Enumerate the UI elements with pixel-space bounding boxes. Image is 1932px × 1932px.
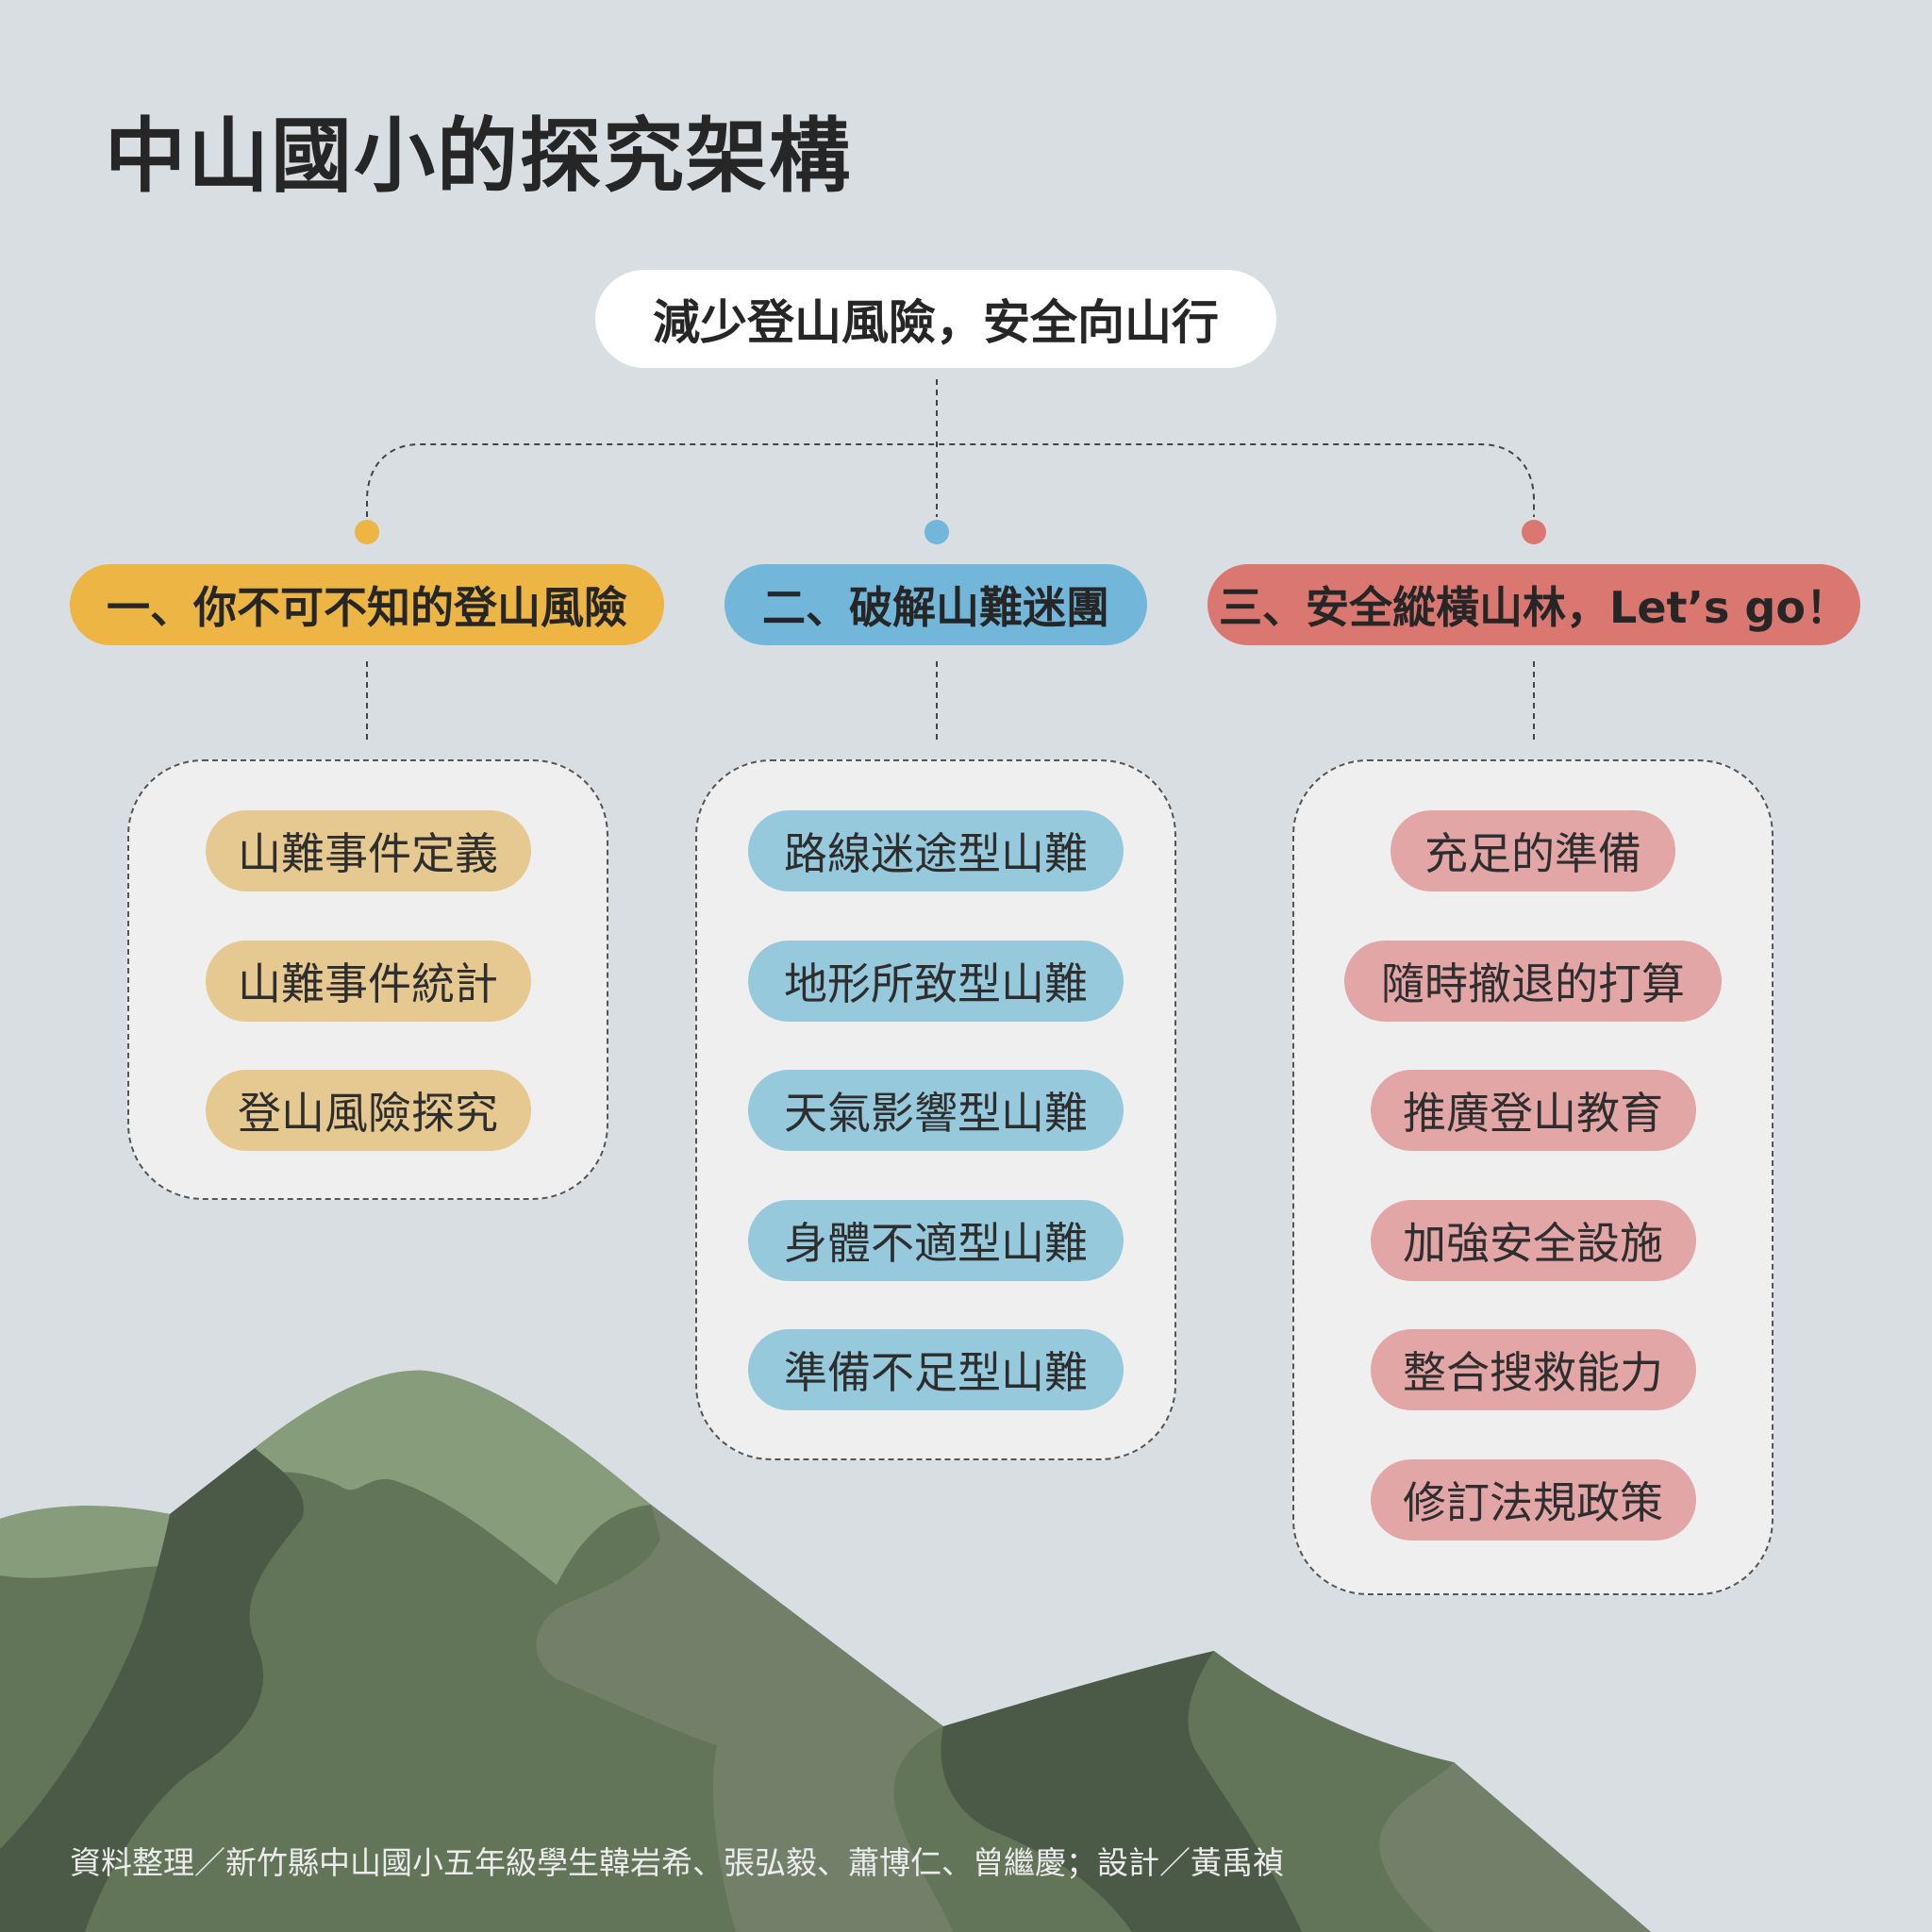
- branch-1-dot: [355, 520, 379, 544]
- mountain-dark-left: [0, 1448, 304, 1932]
- branch-1-item: 山難事件統計: [205, 940, 531, 1022]
- branch-3-item: 充足的準備: [1391, 810, 1675, 891]
- branch-1-item: 登山風險探究: [205, 1070, 531, 1151]
- branch-2-item: 身體不適型山難: [748, 1199, 1124, 1281]
- mountain-light-right: [1379, 1762, 1651, 1932]
- branch-2-item: 地形所致型山難: [748, 940, 1124, 1022]
- root-node: 減少登山風險，安全向山行: [595, 270, 1276, 368]
- branch-3-item: 隨時撤退的打算: [1344, 940, 1722, 1022]
- branch-2-dot: [924, 520, 949, 544]
- branch-connector: [366, 443, 1535, 517]
- branch-2-item: 路線迷途型山難: [748, 810, 1124, 891]
- branch-3-item: 加強安全設施: [1370, 1199, 1696, 1281]
- mountain-dark-right: [941, 1651, 1302, 1932]
- mountain-light-cap: [0, 1370, 651, 1585]
- branch-3-item: 修訂法規政策: [1370, 1458, 1696, 1541]
- branch-2-header: 二、破解山難迷團: [724, 564, 1147, 645]
- branch-3-item: 整合搜救能力: [1370, 1329, 1696, 1410]
- mountain-light-mid: [536, 1505, 953, 1932]
- branch-1-item: 山難事件定義: [205, 810, 531, 891]
- branch-1-header: 一、你不可不知的登山風險: [70, 564, 664, 645]
- branch-2-item: 準備不足型山難: [748, 1329, 1124, 1410]
- branch-3-header: 三、安全縱橫山林，Let’s go！: [1208, 564, 1860, 645]
- branch-3-box: [1292, 759, 1774, 1595]
- branch-3-dot: [1522, 520, 1546, 544]
- branch-3-item: 推廣登山教育: [1370, 1070, 1696, 1151]
- credit-text: 資料整理／新竹縣中山國小五年級學生韓岩希、張弘毅、蕭博仁、曾繼慶；設計／黃禹禎: [70, 1844, 1284, 1881]
- branch-2-item: 天氣影響型山難: [748, 1070, 1124, 1151]
- page-title: 中山國小的探究架構: [105, 109, 852, 204]
